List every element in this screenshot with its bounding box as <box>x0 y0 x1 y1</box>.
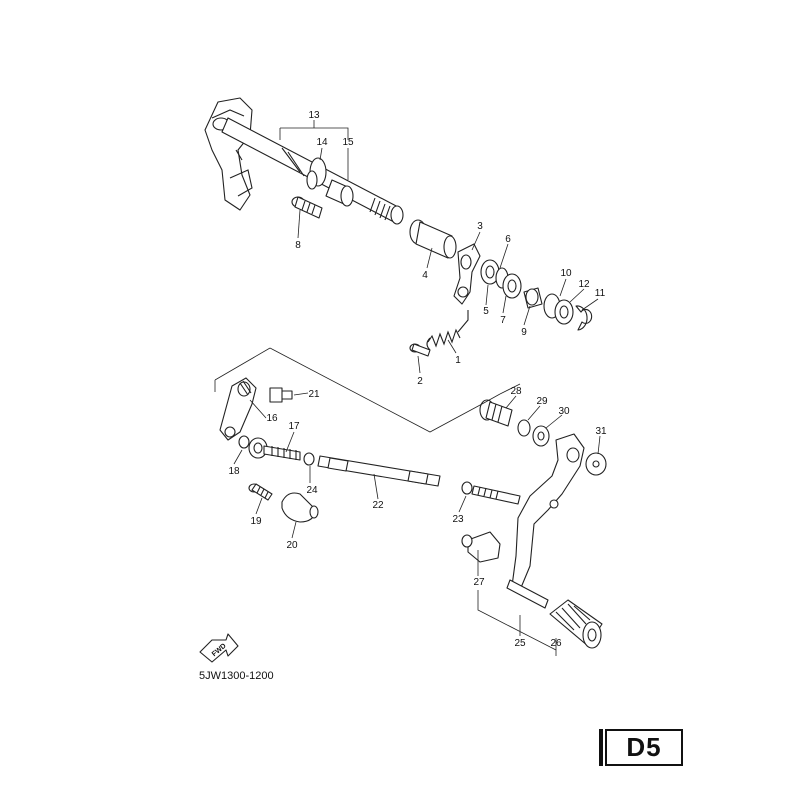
label-11: 11 <box>595 288 606 299</box>
washers-10-11-12 <box>543 293 593 331</box>
label-17: 17 <box>288 421 300 432</box>
label-30: 30 <box>558 406 570 417</box>
label-20: 20 <box>286 540 298 551</box>
label-5: 5 <box>483 306 489 317</box>
label-19: 19 <box>250 516 262 527</box>
rubber-26 <box>549 599 603 649</box>
cap-20 <box>281 492 319 523</box>
leader-lines <box>233 120 601 656</box>
nut-24 <box>303 452 315 466</box>
label-7: 7 <box>500 315 506 326</box>
washers-5-6-7 <box>480 259 522 299</box>
shift-arm-16 <box>219 377 257 441</box>
stopper-lever-3 <box>453 243 481 305</box>
shift-shaft-assembly <box>204 97 404 225</box>
pivot-bolt-28 <box>479 399 513 427</box>
washer-18 <box>238 435 250 449</box>
label-21: 21 <box>308 389 320 400</box>
label-23: 23 <box>452 514 464 525</box>
label-3: 3 <box>477 221 483 232</box>
label-24: 24 <box>306 485 318 496</box>
label-27: 27 <box>473 577 485 588</box>
label-9: 9 <box>521 327 527 338</box>
label-13: 13 <box>308 110 320 121</box>
pivot-27 <box>461 531 501 563</box>
bolt-8 <box>291 196 323 219</box>
page-code: D5 <box>626 732 662 762</box>
label-2: 2 <box>417 376 423 387</box>
bolt-19 <box>248 483 273 501</box>
spring-1 <box>426 310 469 351</box>
label-31: 31 <box>595 426 607 437</box>
bushing-4 <box>409 219 457 259</box>
label-10: 10 <box>560 268 572 279</box>
label-12: 12 <box>578 279 590 290</box>
shift-rod-22 <box>317 455 441 487</box>
label-28: 28 <box>510 386 522 397</box>
fwd-arrow-icon: FWD <box>199 633 239 663</box>
page-badge-accent <box>599 729 603 766</box>
shift-pedal-25 <box>506 433 585 609</box>
bolt-21 <box>269 387 293 403</box>
label-26: 26 <box>550 638 562 649</box>
drawing-code: 5JW1300-1200 <box>199 670 274 682</box>
label-29: 29 <box>536 396 548 407</box>
washer-29 <box>517 419 531 437</box>
label-6: 6 <box>505 234 511 245</box>
label-1: 1 <box>455 355 461 366</box>
bearing-9 <box>523 287 543 309</box>
label-14: 14 <box>316 137 328 148</box>
assembly-boundary-lines <box>214 347 521 433</box>
label-4: 4 <box>422 270 428 281</box>
label-8: 8 <box>295 240 301 251</box>
pin-2 <box>409 343 431 357</box>
rod-end-17 <box>248 437 301 461</box>
nut-23 <box>461 481 521 505</box>
label-25: 25 <box>514 638 526 649</box>
label-16: 16 <box>266 413 278 424</box>
label-18: 18 <box>228 466 240 477</box>
part-number-labels: 13 14 15 8 3 6 4 10 12 11 5 7 9 1 2 21 1… <box>228 110 607 649</box>
label-22: 22 <box>372 500 384 511</box>
page-code-badge: D5 <box>605 729 683 766</box>
label-15: 15 <box>342 137 354 148</box>
